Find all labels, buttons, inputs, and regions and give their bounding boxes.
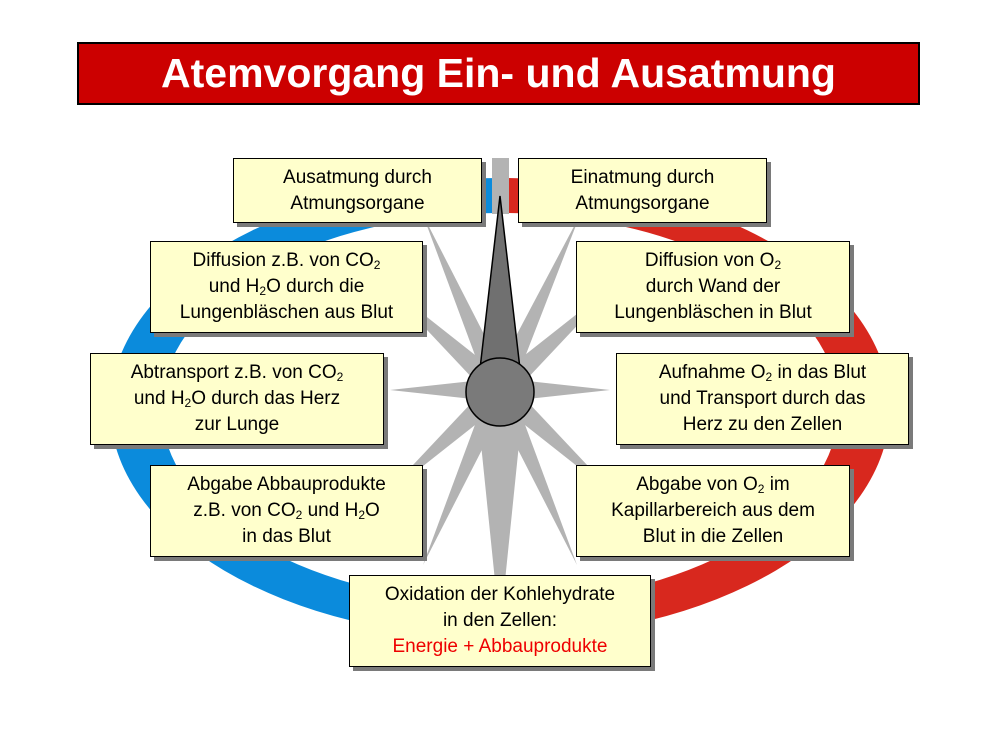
box-exhale-organs: Ausatmung durch Atmungsorgane: [233, 158, 482, 223]
box-diffusion-co2: Diffusion z.B. von CO2 und H2O durch die…: [150, 241, 423, 333]
compass-hub-icon: [465, 357, 535, 427]
box-line: Ausatmung durch: [283, 166, 432, 188]
box-line: Atmungsorgane: [575, 192, 710, 214]
box-line: und Transport durch das: [659, 388, 866, 409]
box-inhale-organs: Einatmung durch Atmungsorgane: [518, 158, 767, 223]
box-line: Lungenbläschen aus Blut: [179, 302, 394, 323]
box-line: zur Lunge: [194, 414, 280, 435]
box-line: Abgabe von O2 im: [636, 474, 790, 496]
box-line: Herz zu den Zellen: [682, 414, 843, 435]
page-title: Atemvorgang Ein- und Ausatmung: [77, 42, 920, 105]
box-oxidation: Oxidation der Kohlehydrate in den Zellen…: [349, 575, 651, 667]
box-line: Kapillarbereich aus dem: [611, 500, 815, 521]
box-line: Atmungsorgane: [290, 192, 425, 214]
box-line: Diffusion z.B. von CO2: [192, 250, 381, 272]
box-line: Abtransport z.B. von CO2: [130, 362, 344, 384]
box-line: in den Zellen:: [442, 610, 558, 631]
box-line: Blut in die Zellen: [642, 526, 784, 547]
box-line: und H2O durch das Herz: [133, 388, 341, 410]
box-line: in das Blut: [242, 526, 331, 547]
box-o2-release: Abgabe von O2 im Kapillarbereich aus dem…: [576, 465, 850, 557]
box-line: Lungenbläschen in Blut: [614, 302, 812, 323]
box-diffusion-o2: Diffusion von O2 durch Wand der Lungenbl…: [576, 241, 850, 333]
box-line: und H2O durch die: [208, 276, 365, 298]
box-line: Aufnahme O2 in das Blut: [658, 362, 867, 384]
box-line: z.B. von CO2 und H2O: [193, 500, 380, 522]
box-transport-co2: Abtransport z.B. von CO2 und H2O durch d…: [90, 353, 384, 445]
box-line: durch Wand der: [645, 276, 781, 297]
box-line: Abgabe Abbauprodukte: [187, 474, 386, 495]
energy-text: Energie + Abbauprodukte: [392, 636, 608, 657]
box-line: Diffusion von O2: [644, 250, 782, 272]
box-line: Einatmung durch: [570, 166, 715, 188]
box-waste-release: Abgabe Abbauprodukte z.B. von CO2 und H2…: [150, 465, 423, 557]
box-uptake-o2: Aufnahme O2 in das Blut und Transport du…: [616, 353, 909, 445]
box-line: Oxidation der Kohlehydrate: [384, 584, 616, 605]
